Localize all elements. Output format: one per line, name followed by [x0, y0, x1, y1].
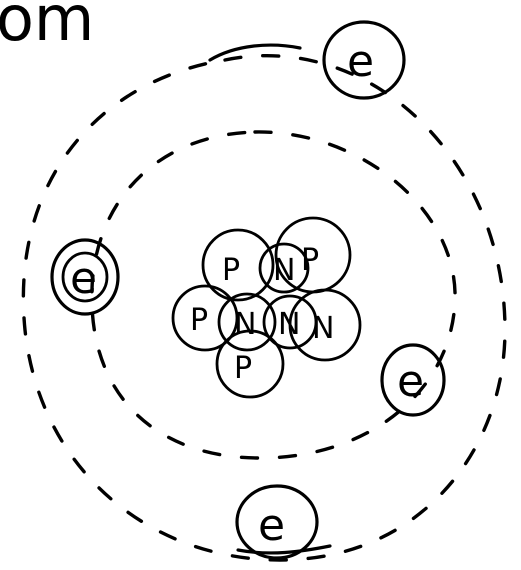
- proton-1: P: [203, 230, 273, 300]
- electron-right-label: e: [397, 356, 424, 407]
- electron-top-label: e: [347, 36, 374, 87]
- diagram-title: om: [0, 0, 94, 55]
- proton-3-label: P: [190, 303, 208, 338]
- electron-bottom: e: [237, 486, 330, 558]
- proton-2-label: P: [301, 243, 319, 278]
- electron-bottom-label: e: [258, 500, 285, 551]
- inner-orbit-path: [92, 132, 455, 458]
- outer-orbit-top-stroke: [210, 45, 300, 60]
- inner-orbit: [92, 132, 455, 458]
- proton-4-label: P: [234, 351, 252, 386]
- neutron-2-label: N: [234, 307, 256, 342]
- electron-left: e: [52, 240, 118, 314]
- electron-right: e: [382, 345, 444, 415]
- nucleus: P P N P N N N P: [173, 218, 360, 397]
- electron-top: e: [324, 22, 404, 98]
- proton-1-label: P: [222, 253, 240, 288]
- neutron-1-label: N: [273, 253, 295, 288]
- neutron-4-label: N: [312, 311, 334, 346]
- neutron-4: N: [290, 290, 360, 360]
- electron-left-label: e: [70, 253, 97, 304]
